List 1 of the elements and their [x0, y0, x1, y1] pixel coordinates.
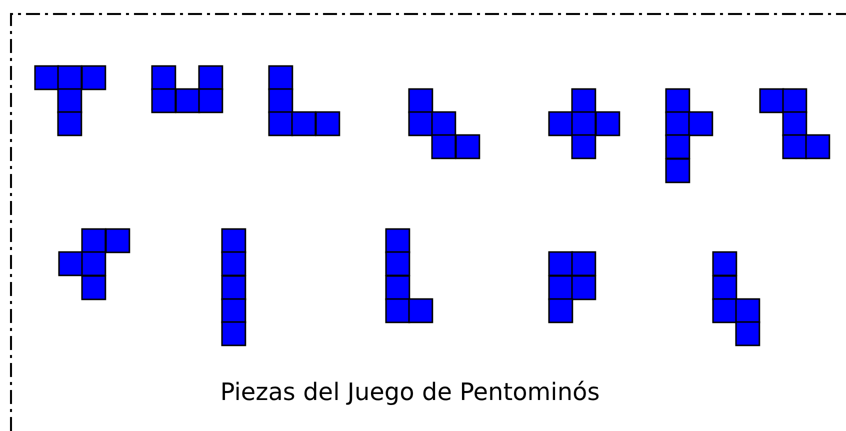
caption: Piezas del Juego de Pentominós: [220, 378, 600, 406]
